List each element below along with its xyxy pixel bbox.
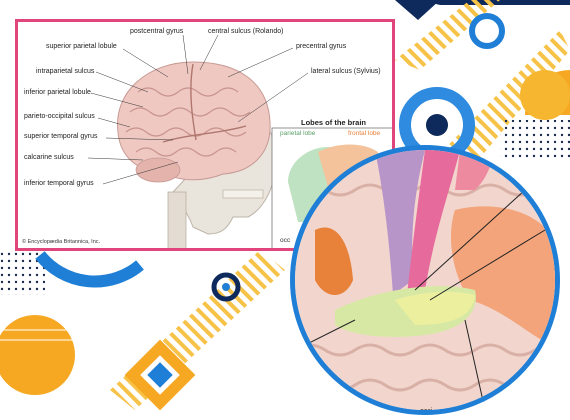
label-postcentral-gyrus: postcentral gyrus [130,28,184,35]
label-inferior-parietal-lobule: inferior parietal lobule [24,89,91,96]
navy-dot [426,114,448,136]
label-precentral-gyrus: precentral gyrus [296,43,347,50]
zoomed-brain-lobes [295,150,555,410]
yellow-stripes-top [395,0,500,70]
navy-triangle-corner [395,0,440,20]
label-calcarine-sulcus: calcarine sulcus [24,154,74,161]
label-frontal-lobe: frontal lobe [348,130,381,137]
label-lateral-sulcus: lateral sulcus (Sylvius) [311,68,381,75]
orange-circle-right [520,70,570,120]
orange-circle-left [0,315,75,395]
brain-diagram-card: postcentral gyrus central sulcus (Roland… [15,19,395,251]
label-superior-temporal-gyrus: superior temporal gyrus [24,133,98,140]
bottom-partial-label: occi [420,408,433,415]
label-central-sulcus: central sulcus (Rolando) [208,28,284,35]
label-intraparietal-sulcus: intraparietal sulcus [36,68,95,75]
blue-arc-left [35,251,144,288]
label-parieto-occipital-sulcus: parieto-occipital sulcus [24,113,95,120]
label-superior-parietal-lobule: superior parietal lobule [46,43,117,50]
label-parietal-lobe: parietal lobe [280,130,316,137]
dot-grid-right [500,120,570,160]
orange-diamond [124,339,196,411]
label-inferior-temporal-gyrus: inferior temporal gyrus [24,180,94,187]
inset-title: Lobes of the brain [301,118,367,127]
blue-ring-top [469,13,505,49]
copyright-text: © Encyclopædia Britannica, Inc. [22,239,101,245]
label-occipital-partial: occ [280,237,291,244]
zoom-circle: occi [290,145,560,415]
navy-ring-bottom [211,272,241,302]
